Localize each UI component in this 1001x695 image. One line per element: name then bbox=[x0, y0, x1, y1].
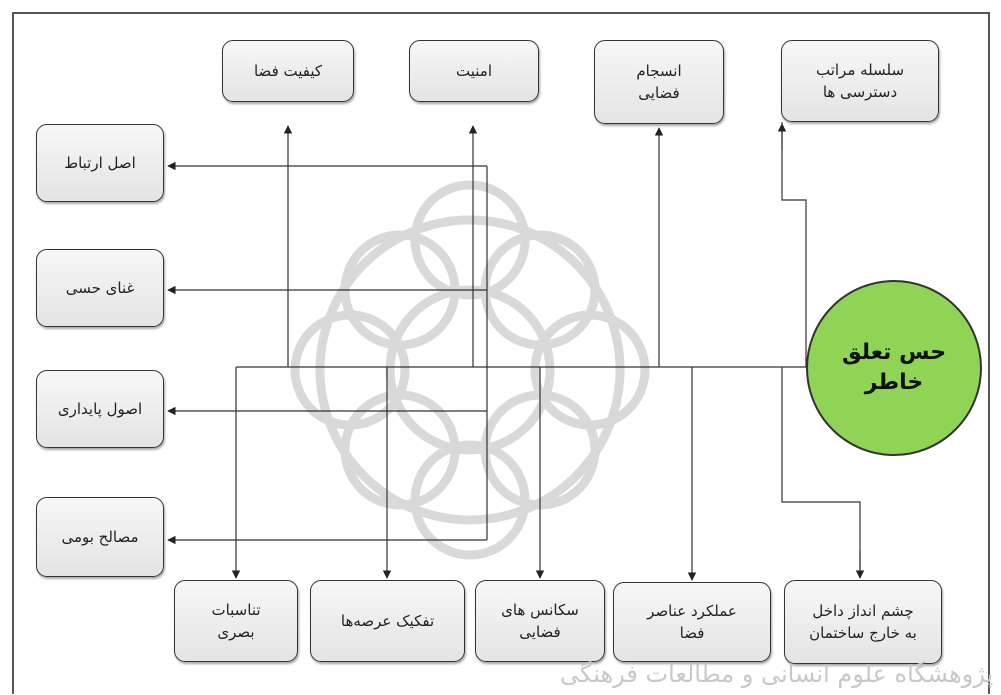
connector-view bbox=[781, 367, 861, 576]
box-space-quality: کیفیت فضا bbox=[222, 40, 354, 102]
hub-sense-of-attachment: حس تعلق خاطر bbox=[806, 280, 982, 456]
box-sensory-richness: غنای حسی bbox=[36, 249, 164, 327]
box-spatial-cohesion: انسجام فضایی bbox=[594, 40, 724, 124]
box-sustainability-principles: اصول پایداری bbox=[36, 370, 164, 448]
box-native-materials: مصالح بومی bbox=[36, 497, 164, 577]
box-visual-proportions: تناسبات بصری bbox=[174, 580, 298, 662]
watermark-emblem bbox=[290, 180, 650, 560]
connector-hierarchy bbox=[781, 122, 807, 367]
box-security: امنیت bbox=[409, 40, 539, 102]
box-access-hierarchy: سلسله مراتب دسترسی ها bbox=[781, 40, 939, 122]
box-spatial-sequences: سکانس های فضایی bbox=[475, 580, 605, 662]
box-realm-separation: تفکیک عرصه‌ها bbox=[310, 580, 465, 662]
box-inside-out-view: چشم انداز داخل به خارج ساختمان bbox=[784, 580, 942, 664]
box-communication-principle: اصل ارتباط bbox=[36, 124, 164, 202]
box-element-function: عملکرد عناصر فضا bbox=[613, 582, 771, 662]
connectors bbox=[167, 122, 865, 581]
watermark-text: پژوهشگاه علوم انسانی و مطالعات فرهنگی bbox=[560, 660, 994, 688]
